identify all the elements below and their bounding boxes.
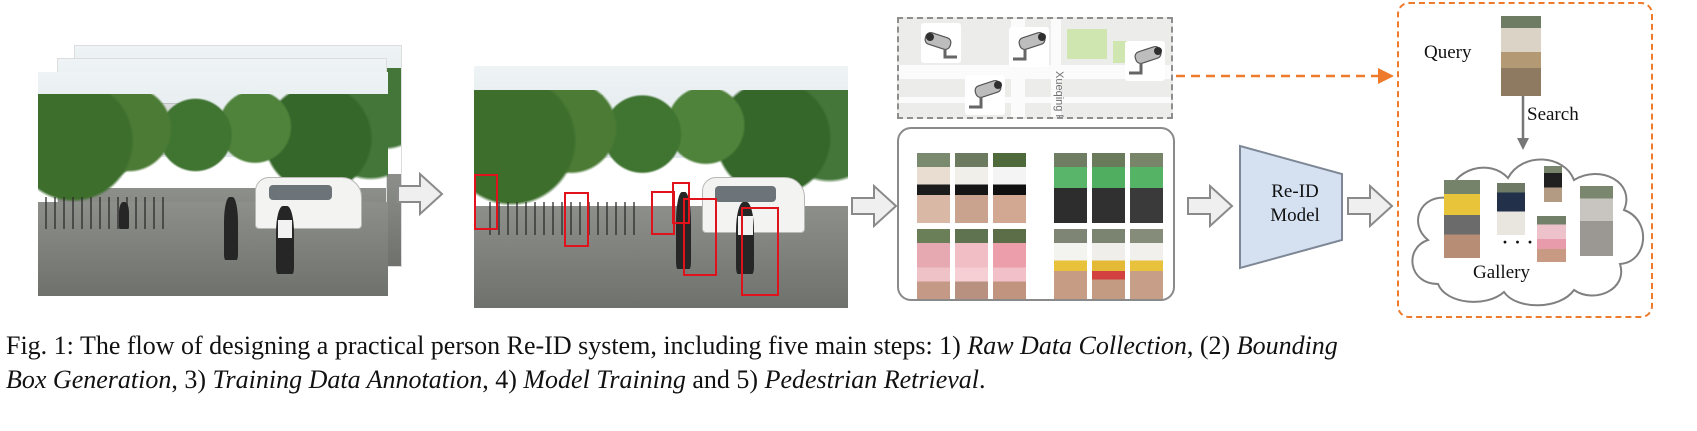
bounding-box (564, 192, 589, 247)
hollow-arrow-icon (1187, 183, 1234, 229)
detection-frame (474, 66, 848, 308)
person-crop (1054, 229, 1087, 299)
person-crop (1130, 229, 1163, 299)
caption-step2a: Bounding (1236, 331, 1338, 360)
road-name: Xueqing Rd (1053, 71, 1065, 119)
surveillance-camera-icon (1009, 27, 1049, 67)
gallery-image (1444, 180, 1480, 258)
search-label: Search (1527, 104, 1579, 125)
caption-step4: Model Training (523, 365, 686, 394)
gallery-image (1537, 216, 1566, 262)
caption-step5: Pedestrian Retrieval (764, 365, 980, 394)
hollow-arrow-icon (1347, 183, 1394, 229)
retrieval-box (1397, 2, 1653, 318)
gallery-label: Gallery (1473, 262, 1530, 283)
bounding-box (672, 182, 690, 224)
surveillance-camera-icon (921, 23, 961, 63)
bounding-box (683, 198, 717, 276)
caption-sep3: , 4) (482, 365, 524, 394)
person-crop (1130, 153, 1163, 223)
caption-sep2: , 3) (171, 365, 213, 394)
gallery-ellipsis: · · · (1502, 232, 1535, 252)
person-crop (955, 153, 988, 223)
caption-sep1: , (2) (1186, 331, 1237, 360)
person-crop (917, 229, 950, 299)
query-image (1501, 16, 1541, 96)
caption-suffix: . (979, 365, 986, 394)
gallery-image (1580, 186, 1613, 256)
model-label-line3: Model (1270, 205, 1320, 226)
model-label-line2: ID (1298, 181, 1319, 202)
person-crop (917, 153, 950, 223)
person-crop (993, 229, 1026, 299)
hollow-arrow-icon (851, 183, 898, 229)
caption-prefix: Fig. 1: The flow of designing a practica… (6, 331, 968, 360)
person-crop (955, 229, 988, 299)
bounding-box (474, 174, 498, 230)
reid-model-block (1239, 144, 1343, 270)
model-label: Re-ID Model (1252, 180, 1338, 228)
caption-sep4: and 5) (685, 365, 765, 394)
bounding-box (651, 191, 675, 235)
search-arrow-icon (1517, 96, 1529, 150)
caption-step2b: Box Generation (6, 365, 172, 394)
gallery-image (1497, 183, 1525, 235)
caption-step1: Raw Data Collection (967, 331, 1187, 360)
caption-step3: Training Data Annotation (212, 365, 483, 394)
gallery-image (1544, 166, 1562, 202)
camera-map: Xueqing Rd (897, 17, 1173, 119)
person-crop (1054, 153, 1087, 223)
model-label-line1: Re- (1271, 181, 1299, 202)
surveillance-camera-icon (1125, 41, 1165, 81)
person-crop (1092, 229, 1125, 299)
hollow-arrow-icon (397, 171, 444, 217)
cloud-icon (1411, 158, 1644, 307)
bounding-box (741, 207, 779, 296)
person-crop (993, 153, 1026, 223)
query-label: Query (1424, 42, 1472, 63)
surveillance-camera-icon (965, 75, 1005, 115)
raw-frame-front (38, 72, 388, 296)
figure-caption: Fig. 1: The flow of designing a practica… (6, 329, 1696, 397)
dashed-arrow-icon (1176, 68, 1394, 84)
person-crop (1092, 153, 1125, 223)
